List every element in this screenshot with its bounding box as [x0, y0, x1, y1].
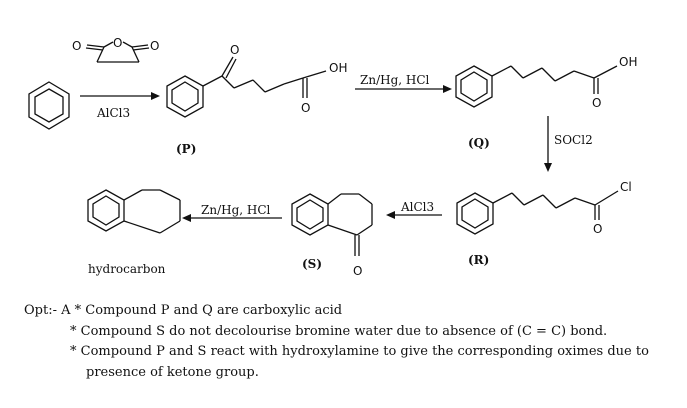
- label-r: (R): [468, 253, 489, 267]
- reaction-scheme: O O O O O OH OH O Cl O O AlCl3 Zn/Hg, HC…: [28, 36, 637, 278]
- r-chlorine: Cl: [620, 180, 632, 194]
- option-text-1: Compound P and Q are carboxylic acid: [85, 303, 343, 318]
- label-hydrocarbon: hydrocarbon: [88, 262, 166, 276]
- r-carbonyl-oxygen: O: [593, 222, 602, 236]
- option-text-2: Compound S do not decolourise bromine wa…: [80, 323, 608, 339]
- reagent-alcl3-2: AlCl3: [400, 200, 434, 214]
- option-line-3: * Compound P and S react with hydroxylam…: [24, 342, 649, 363]
- q-hydroxyl: OH: [619, 55, 637, 69]
- benzene-structure: [28, 81, 70, 130]
- option-line-4: presence of ketone group.: [24, 363, 649, 384]
- reagent-zn-hg-hcl-2: Zn/Hg, HCl: [201, 203, 271, 217]
- option-bullet-2: *: [70, 323, 77, 339]
- anhydride-carbonyl-oxygen-right: O: [150, 39, 159, 53]
- succinic-anhydride-structure: [85, 41, 150, 63]
- compound-s-structure: [291, 193, 373, 256]
- s-carbonyl-oxygen: O: [353, 264, 362, 278]
- reagent-zn-hg-hcl-1: Zn/Hg, HCl: [360, 73, 430, 87]
- option-text-4: presence of ketone group.: [86, 364, 259, 380]
- anhydride-ring-oxygen: O: [113, 36, 122, 50]
- p-ketone-oxygen: O: [230, 43, 239, 57]
- options-block: Opt:- A * Compound P and Q are carboxyli…: [24, 301, 649, 383]
- q-carbonyl-oxygen: O: [592, 96, 601, 110]
- p-acid-carbonyl-oxygen: O: [301, 101, 310, 115]
- label-s: (S): [302, 257, 322, 271]
- option-prefix: Opt:- A *: [24, 303, 82, 318]
- reagent-alcl3-1: AlCl3: [96, 106, 130, 120]
- label-q: (Q): [468, 136, 490, 150]
- label-p: (P): [176, 142, 196, 156]
- option-line-1: Opt:- A * Compound P and Q are carboxyli…: [24, 301, 649, 322]
- option-text-3: Compound P and S react with hydroxylamin…: [80, 344, 649, 359]
- compound-r-structure: [456, 190, 619, 235]
- anhydride-carbonyl-oxygen-left: O: [72, 39, 81, 53]
- p-hydroxyl: OH: [329, 61, 347, 75]
- option-line-2: * Compound S do not decolourise bromine …: [24, 322, 649, 343]
- option-bullet-3: *: [70, 344, 77, 359]
- hydrocarbon-structure: [87, 189, 181, 234]
- reagent-socl2: SOCl2: [554, 133, 593, 147]
- compound-p-structure: [166, 56, 327, 118]
- compound-q-structure: [455, 65, 618, 108]
